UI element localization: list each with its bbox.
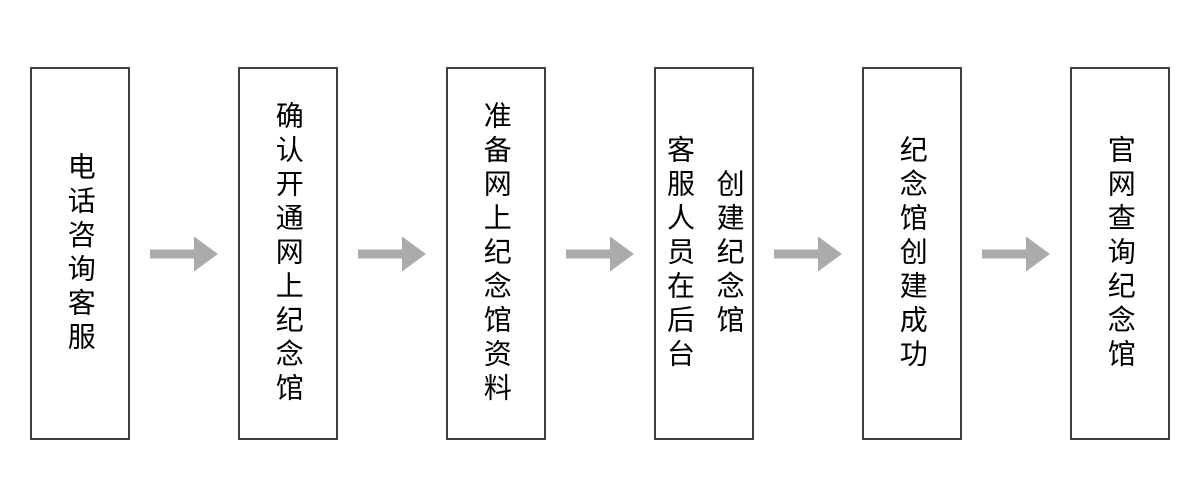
flow-step-text: 准备网上纪念馆资料 (480, 100, 512, 407)
flow-connector (546, 67, 654, 440)
flow-step-box: 纪念馆创建成功 (862, 67, 962, 440)
arrow-right-icon (774, 236, 842, 271)
flow-step-text: 确认开通网上纪念馆 (272, 100, 304, 407)
flow-step-text: 创建纪念馆 (713, 168, 745, 339)
flow-step-text: 客服人员在后台 (664, 134, 695, 373)
flow-step-text: 官网查询纪念馆 (1104, 134, 1136, 373)
flow-step-box: 确认开通网上纪念馆 (238, 67, 338, 440)
flow-step-box: 准备网上纪念馆资料 (446, 67, 546, 440)
flow-step-text: 纪念馆创建成功 (896, 134, 928, 373)
arrow-right-icon (982, 236, 1050, 271)
flow-step-box: 电话咨询客服 (30, 67, 130, 440)
flow-connector (130, 67, 238, 440)
flow-connector (338, 67, 446, 440)
flow-connector (754, 67, 862, 440)
arrow-right-icon (358, 236, 426, 271)
arrow-right-icon (150, 236, 218, 271)
flow-step-box: 官网查询纪念馆 (1070, 67, 1170, 440)
arrow-right-icon (566, 236, 634, 271)
flow-step-text: 电话咨询客服 (64, 151, 96, 356)
flow-connector (962, 67, 1070, 440)
flow-step-box: 客服人员在后台创建纪念馆 (654, 67, 754, 440)
